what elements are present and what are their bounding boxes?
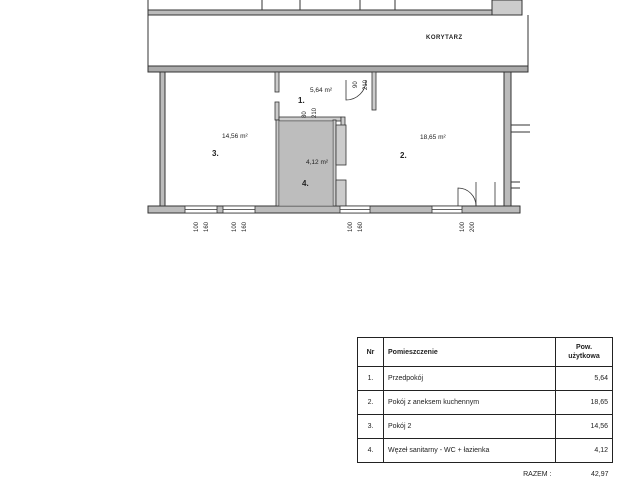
- total-value: 42,97: [556, 463, 613, 486]
- window-dim: 100: [194, 221, 200, 232]
- door-dim: 90: [353, 81, 359, 88]
- header-area-line2: użytkowa: [568, 353, 600, 360]
- upper-walls: [148, 0, 522, 15]
- row-area: 4,12: [556, 439, 613, 463]
- row-nr: 4.: [358, 439, 384, 463]
- row-area: 18,65: [556, 391, 613, 415]
- room-3-number: 3.: [212, 149, 219, 158]
- row-room: Pokój 2: [384, 415, 556, 439]
- room-4-number: 4.: [302, 179, 309, 188]
- window-dim: 160: [358, 221, 364, 232]
- row-room: Węzeł sanitarny - WC + łazienka: [384, 439, 556, 463]
- doors: [346, 80, 495, 206]
- window-dim: 100: [460, 221, 466, 232]
- header-nr: Nr: [358, 338, 384, 367]
- row-area: 14,56: [556, 415, 613, 439]
- row-nr: 3.: [358, 415, 384, 439]
- header-area-line1: Pow.: [576, 344, 592, 351]
- floor-plan: KORYTARZ: [0, 0, 640, 330]
- room-1-number: 1.: [298, 96, 305, 105]
- room-1-area: 5,64 m²: [310, 87, 333, 94]
- corridor: KORYTARZ: [148, 15, 528, 72]
- window-dimensions: 100 160 100 160 100 160 100 200: [194, 221, 476, 232]
- table-row: 1. Przedpokój 5,64: [358, 367, 613, 391]
- table-row: 3. Pokój 2 14,56: [358, 415, 613, 439]
- total-row: RAZEM : 42,97: [358, 463, 613, 486]
- window-dim: 200: [470, 221, 476, 232]
- door-dim: 210: [312, 107, 318, 118]
- room-4-area: 4,12 m²: [306, 159, 329, 166]
- row-nr: 2.: [358, 391, 384, 415]
- room-2-area: 18,65 m²: [420, 134, 446, 141]
- table-header-row: Nr Pomieszczenie Pow. użytkowa: [358, 338, 613, 367]
- door-dimensions: 90 210 80 210: [302, 79, 369, 118]
- door-dim: 80: [302, 111, 308, 118]
- window-dim: 100: [348, 221, 354, 232]
- row-area: 5,64: [556, 367, 613, 391]
- rooms-table: Nr Pomieszczenie Pow. użytkowa 1. Przedp…: [357, 337, 613, 486]
- row-room: Pokój z aneksem kuchennym: [384, 391, 556, 415]
- window-dim: 160: [204, 221, 210, 232]
- window-dim: 100: [232, 221, 238, 232]
- window-dim: 160: [242, 221, 248, 232]
- door-dim: 210: [363, 79, 369, 90]
- header-area: Pow. użytkowa: [556, 338, 613, 367]
- table-row: 4. Węzeł sanitarny - WC + łazienka 4,12: [358, 439, 613, 463]
- table-row: 2. Pokój z aneksem kuchennym 18,65: [358, 391, 613, 415]
- row-nr: 1.: [358, 367, 384, 391]
- header-room: Pomieszczenie: [384, 338, 556, 367]
- row-room: Przedpokój: [384, 367, 556, 391]
- total-label: RAZEM :: [384, 463, 556, 486]
- room-2-number: 2.: [400, 151, 407, 160]
- corridor-label: KORYTARZ: [426, 35, 463, 41]
- room-3-area: 14,56 m²: [222, 133, 248, 140]
